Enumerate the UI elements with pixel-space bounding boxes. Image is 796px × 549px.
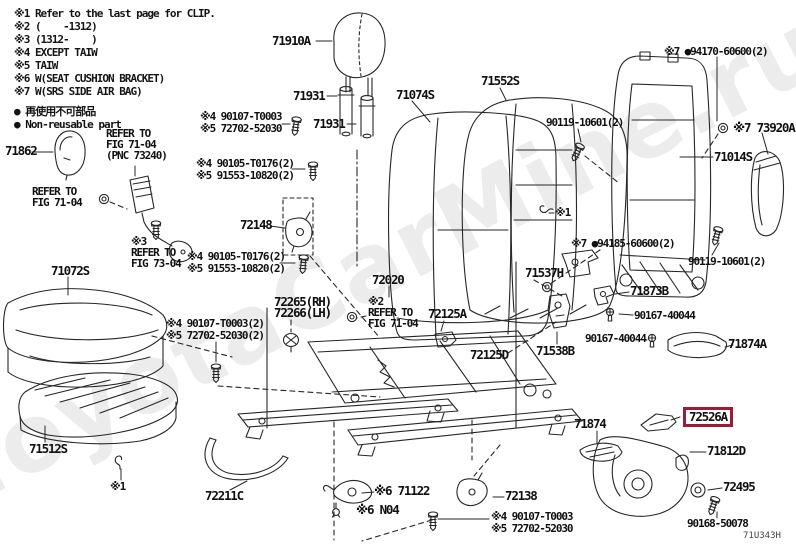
diagram-label: 72125D bbox=[470, 347, 509, 362]
diagram-label: 72148 bbox=[240, 217, 273, 232]
diagram-label: 71873B bbox=[630, 283, 669, 298]
legend-item-8: ● 再使用不可部品 bbox=[14, 105, 96, 118]
legend-item-3: ※3 (1312- ) bbox=[14, 33, 98, 46]
diagram-label: 72265(RH) 72266(LH) bbox=[274, 294, 332, 320]
bracket-72148-drawing bbox=[282, 197, 314, 256]
shield-71874-drawing bbox=[579, 442, 623, 462]
legend: ※1 Refer to the last page for CLIP.※2 ( … bbox=[14, 7, 216, 131]
shield-71812d-drawing bbox=[592, 436, 689, 517]
diagram-label: ※4 90105-T0176(2) ※5 91553-10820(2) bbox=[187, 250, 286, 275]
diagram-label: 71874 bbox=[574, 416, 607, 431]
shield-71862-drawing bbox=[54, 130, 86, 181]
diagram-label: 71U343H bbox=[743, 531, 781, 541]
headrest-drawing bbox=[333, 12, 386, 97]
diagram-label: ※4 90105-T0176(2) ※5 91553-10820(2) bbox=[196, 157, 295, 182]
seatback-pad-drawing bbox=[461, 97, 628, 324]
bracket-71873b-drawing bbox=[593, 285, 615, 306]
cushion-pad-drawing bbox=[18, 372, 179, 445]
seatback-frame-drawing bbox=[611, 51, 712, 298]
knob-72265-drawing bbox=[282, 332, 300, 353]
diagram-label: ※1 bbox=[110, 480, 126, 493]
legend-item-9: ● Non-reusable part bbox=[14, 118, 122, 131]
diagram-label: ※6 71122 bbox=[374, 483, 430, 498]
diagram-label: 72211C bbox=[205, 488, 244, 503]
diagram-label: ※2 REFER TO FIG 71-04 bbox=[368, 295, 419, 330]
diagram-label: ※7 ●94185-60600(2) bbox=[571, 237, 676, 250]
bracket-71122-drawing bbox=[323, 479, 373, 504]
construction-lines bbox=[109, 133, 719, 542]
legend-item-6: ※6 W(SEAT CUSHION BRACKET) bbox=[14, 72, 165, 85]
diagram-label: 71512S bbox=[29, 441, 68, 456]
bracket-71538b-drawing bbox=[547, 293, 571, 329]
diagram-label: 72020 bbox=[372, 272, 405, 287]
diagram-label: ※4 90107-T0003 ※5 72702-52030 bbox=[200, 110, 282, 135]
diagram-label: ※6 N04 bbox=[356, 502, 400, 517]
diagram-label: 90167-40044 bbox=[585, 332, 647, 345]
diagram-label: 71862 bbox=[5, 143, 38, 158]
wire-72211c-drawing bbox=[204, 437, 289, 481]
diagram-label: ※3 REFER TO FIG 73-04 bbox=[131, 235, 182, 270]
diagram-label: ※7 73920A bbox=[733, 120, 796, 135]
legend-item-5: ※5 TAIW bbox=[14, 59, 58, 72]
diagram-label: 71552S bbox=[481, 73, 520, 88]
bracket-71537h-drawing bbox=[561, 249, 599, 278]
diagram-label: 71072S bbox=[51, 263, 90, 278]
diagram-label: 71874A bbox=[728, 336, 767, 351]
diagram-label: 71537H bbox=[525, 265, 564, 280]
diagram-label: 90167-40044 bbox=[634, 309, 696, 322]
seat-adjuster-drawing bbox=[237, 330, 583, 457]
legend-item-7: ※7 W(SRS SIDE AIR BAG) bbox=[14, 85, 143, 98]
diagram-label: 71074S bbox=[396, 87, 435, 102]
diagram-label: 71014S bbox=[714, 149, 753, 164]
diagram-label: 72495 bbox=[723, 479, 756, 494]
diagram-label: 71538B bbox=[536, 343, 575, 358]
diagram-label: 72125A bbox=[428, 306, 467, 321]
diagram-label: 71931 bbox=[313, 116, 346, 131]
diagram-label: 71812D bbox=[707, 443, 746, 458]
shield-71874a-drawing bbox=[667, 331, 728, 359]
diagram-label: 71931 bbox=[293, 88, 326, 103]
diagram-label: ※4 90107-T0003(2) ※5 72702-52030(2) bbox=[166, 317, 265, 342]
bracket-72138-drawing bbox=[456, 472, 488, 507]
diagram-label: 90168-50078 bbox=[687, 517, 749, 530]
fasteners bbox=[98, 115, 729, 532]
diagram-label: ※1 bbox=[555, 206, 571, 219]
cushion-cover-drawing bbox=[2, 288, 168, 388]
legend-item-2: ※2 ( -1312) bbox=[14, 20, 98, 33]
diagram-label: 90119-10601(2) bbox=[688, 255, 766, 268]
side-airbag-drawing bbox=[750, 151, 784, 237]
highlighted-part-label: 72526A bbox=[683, 407, 733, 427]
diagram-label: REFER TO FIG 71-04 (PNC 73240) bbox=[106, 127, 168, 162]
diagram-label: 72138 bbox=[505, 488, 538, 503]
diagram-label: REFER TO FIG 71-04 bbox=[32, 185, 83, 209]
bracket-72125a-drawing bbox=[434, 331, 457, 348]
belt-buckle-drawing bbox=[129, 175, 193, 263]
headrest-support-drawing bbox=[337, 86, 376, 139]
legend-item-1: ※1 Refer to the last page for CLIP. bbox=[14, 7, 216, 20]
diagram-label: ※4 90107-T0003 ※5 72702-52030 bbox=[491, 510, 573, 535]
diagram-label: 71910A bbox=[272, 33, 311, 48]
legend-item-4: ※4 EXCEPT TAIW bbox=[14, 46, 98, 59]
diagram-label: 90119-10601(2) bbox=[546, 116, 624, 129]
diagram-label: ※7 ●94170-60600(2) bbox=[664, 45, 769, 58]
handle-72526a-drawing bbox=[640, 413, 677, 432]
